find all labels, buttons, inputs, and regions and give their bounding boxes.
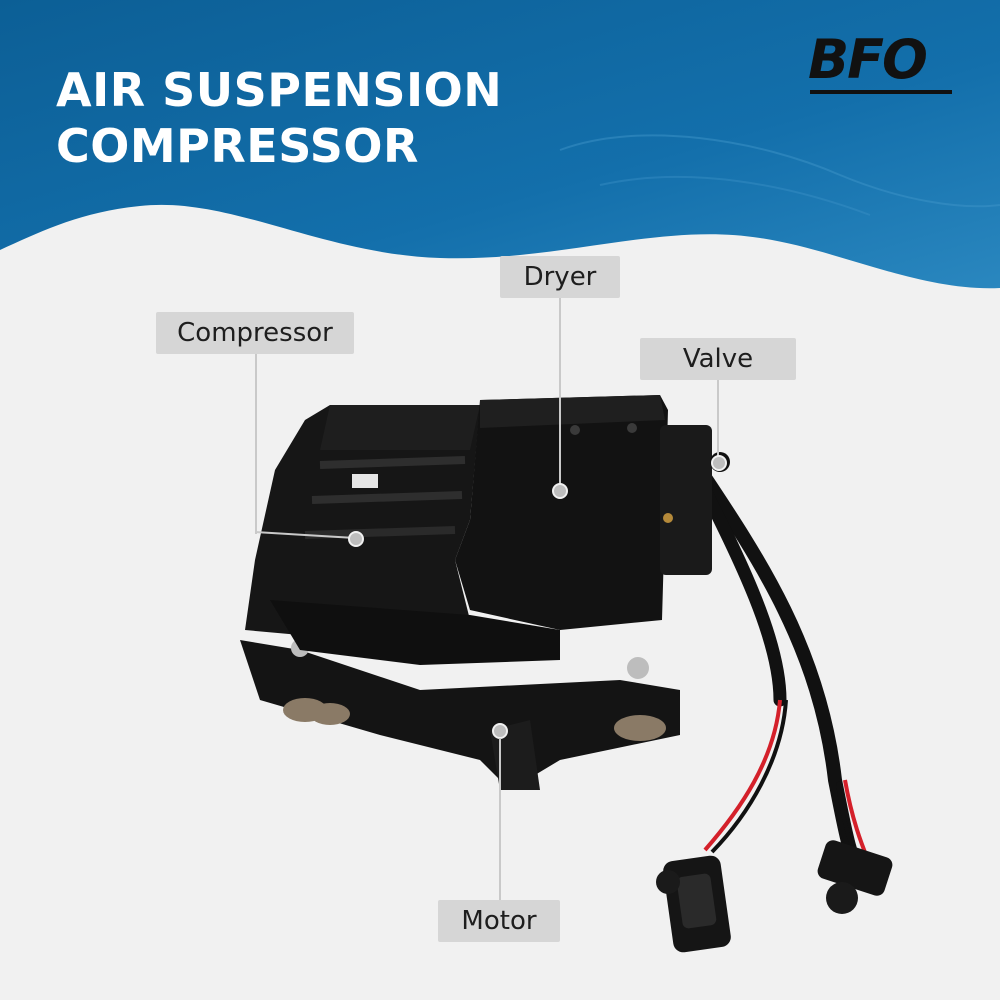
header-banner bbox=[0, 0, 1000, 289]
callout-connector-compressor bbox=[254, 531, 356, 539]
callout-line-motor bbox=[499, 738, 501, 900]
callout-dot-valve bbox=[711, 455, 727, 471]
callout-label-valve: Valve bbox=[640, 338, 796, 380]
callout-dot-dryer bbox=[552, 483, 568, 499]
callout-line-compressor bbox=[255, 354, 257, 534]
callout-label-motor: Motor bbox=[438, 900, 560, 942]
callout-line-dryer bbox=[559, 298, 561, 484]
page-title: AIR SUSPENSION COMPRESSOR bbox=[56, 63, 503, 173]
callout-line-valve bbox=[717, 380, 719, 460]
callout-label-compressor: Compressor bbox=[156, 312, 354, 354]
brand-underline bbox=[810, 90, 952, 94]
callout-dot-compressor bbox=[348, 531, 364, 547]
brand-text: BFO bbox=[808, 28, 928, 91]
callout-label-dryer: Dryer bbox=[500, 256, 620, 298]
callout-dot-motor bbox=[492, 723, 508, 739]
